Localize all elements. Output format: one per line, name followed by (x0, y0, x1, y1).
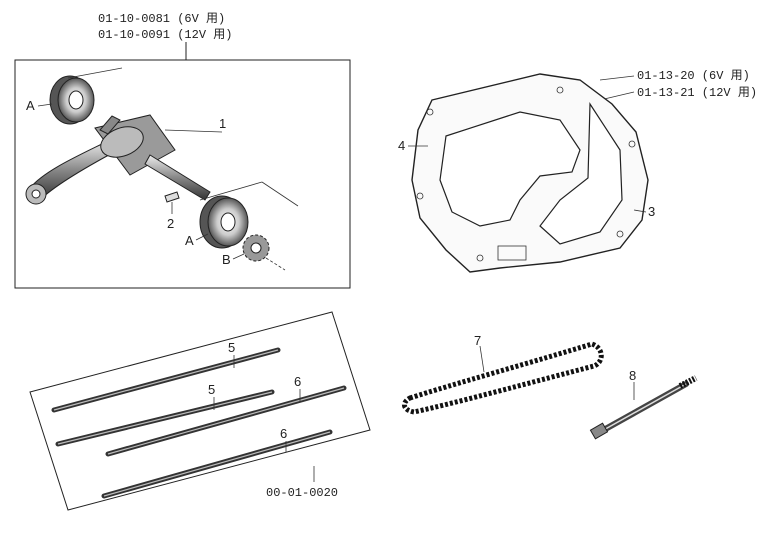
crankshaft-group: 01-10-0081 (6V 用) 01-10-0091 (12V 用) A 1 (14, 12, 351, 289)
crankshaft-assembly (25, 114, 223, 205)
timing-chain: 7 (402, 333, 604, 415)
label-part-4: 4 (398, 138, 405, 153)
crank-code-6v: 01-10-0081 (6V 用) (98, 12, 225, 26)
label-part-3: 3 (648, 204, 655, 219)
label-part-5b: 5 (208, 382, 215, 397)
bearing-bottom (199, 181, 299, 249)
label-part-2: 2 (167, 216, 174, 231)
gasket-code-6v: 01-13-20 (6V 用) (637, 69, 750, 83)
crank-code-12v: 01-10-0091 (12V 用) (98, 28, 232, 42)
gasket-group: 01-13-20 (6V 用) 01-13-21 (12V 用) 4 3 (398, 69, 757, 273)
stud-code: 00-01-0020 (266, 486, 338, 500)
label-part-5a: 5 (228, 340, 235, 355)
bearing-top (49, 67, 123, 125)
label-bearing-a-bottom: A (185, 233, 194, 248)
stud-bolt-group: 5 5 6 6 00-01-0020 (29, 311, 371, 511)
tensioner-pin: 8 (589, 368, 698, 440)
label-part-7: 7 (474, 333, 481, 348)
label-part-8: 8 (629, 368, 636, 383)
timing-gear (242, 234, 286, 271)
label-part-1: 1 (219, 116, 226, 131)
label-bearing-a-top: A (26, 98, 35, 113)
label-part-6b: 6 (280, 426, 287, 441)
label-gear-b: B (222, 252, 231, 267)
stud-frame (29, 311, 371, 511)
woodruff-key (164, 191, 180, 203)
gasket-code-12v: 01-13-21 (12V 用) (637, 86, 757, 100)
label-part-6a: 6 (294, 374, 301, 389)
crank-frame (14, 59, 351, 289)
